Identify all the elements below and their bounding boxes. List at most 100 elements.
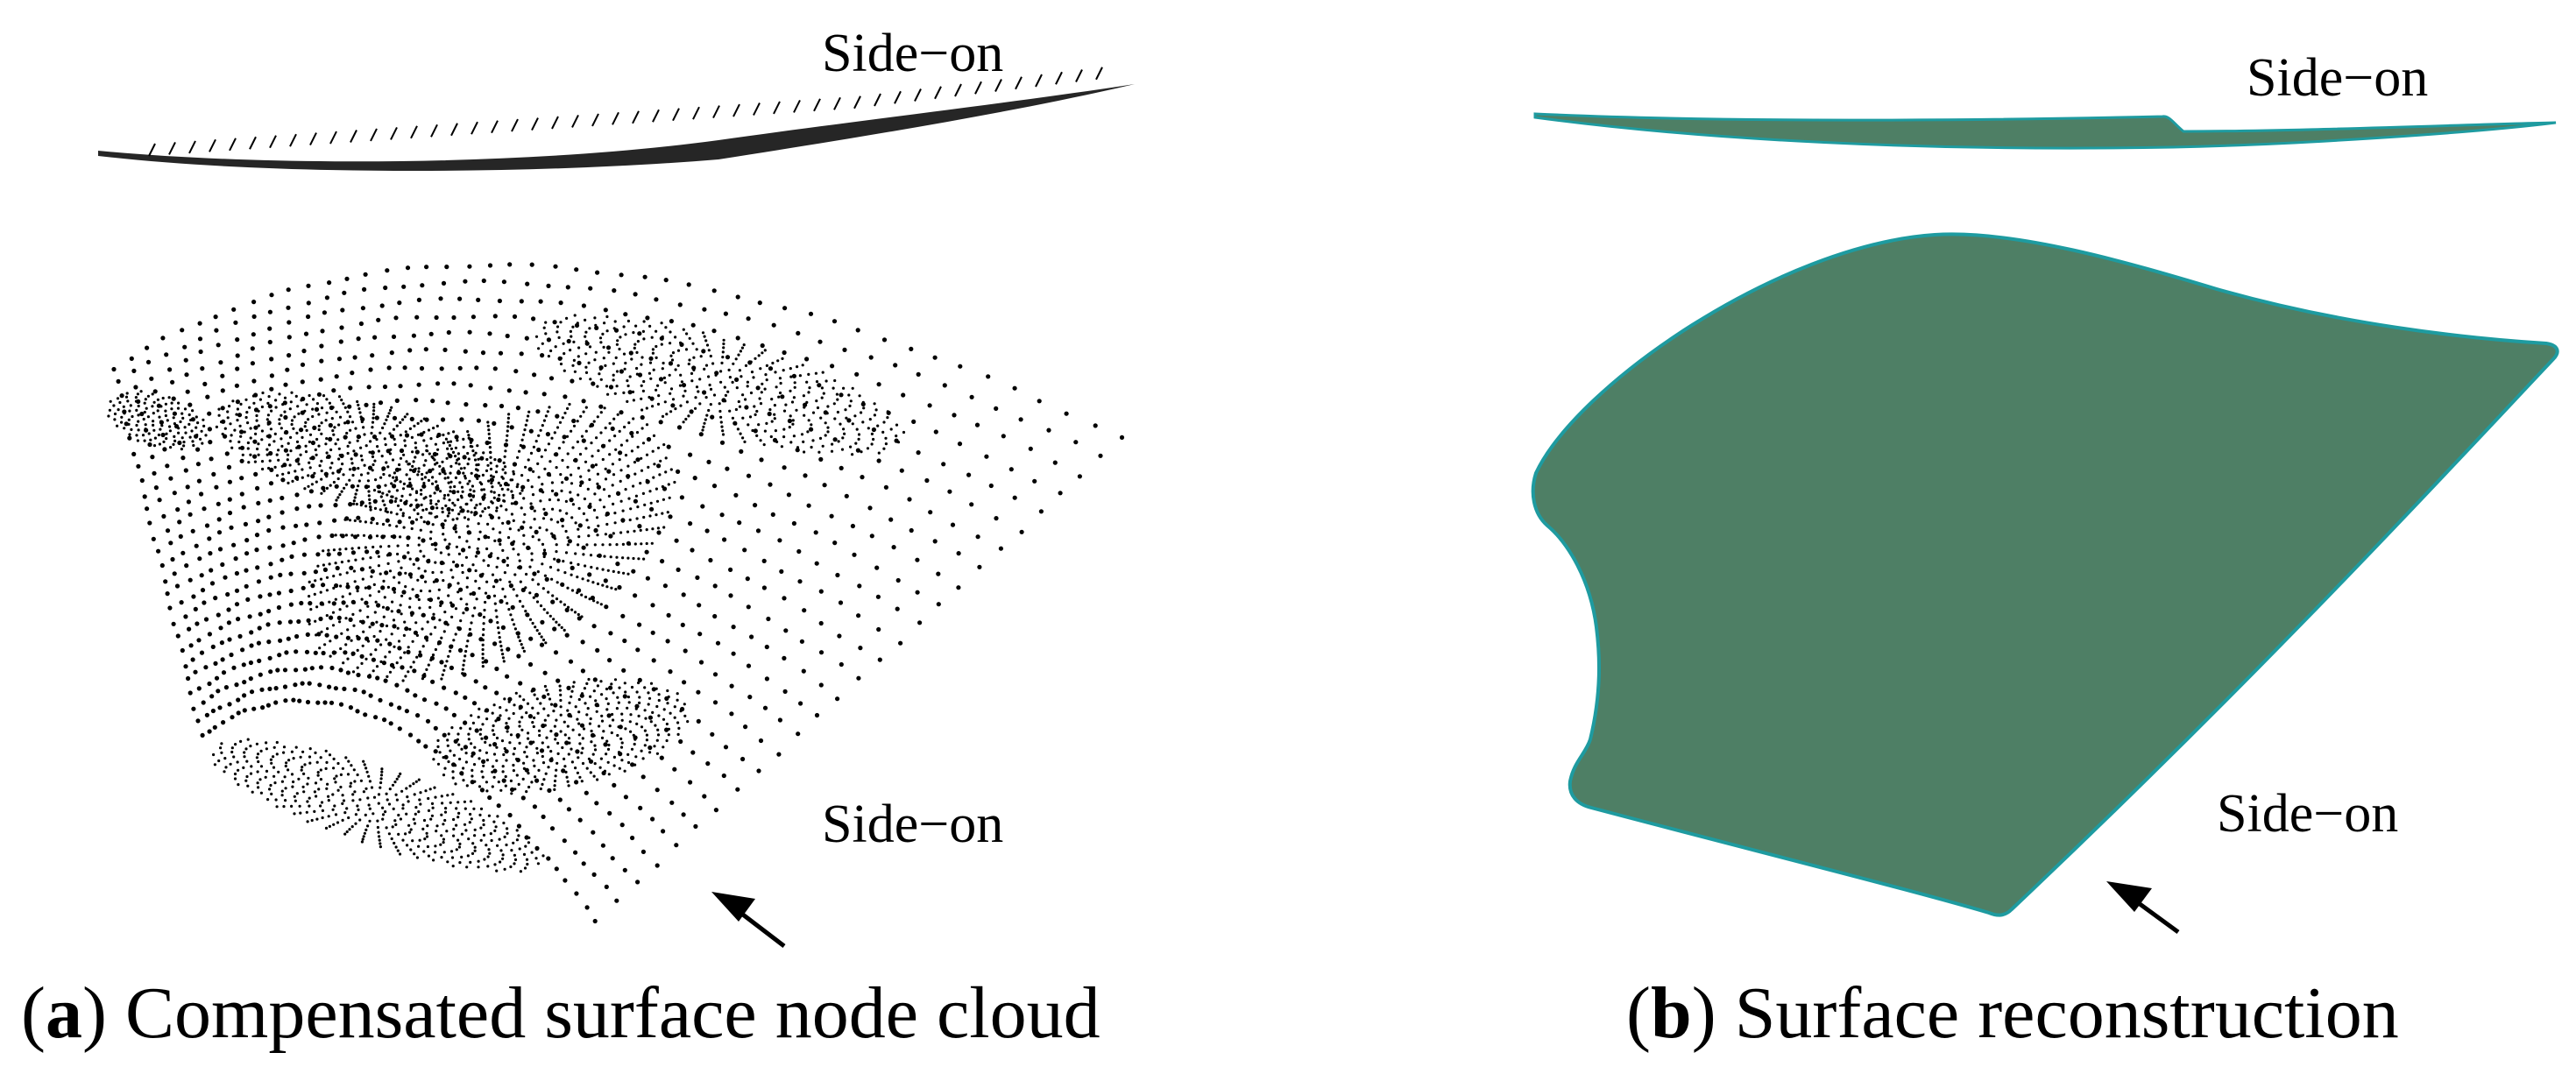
- node-point: [430, 616, 436, 621]
- node-point: [316, 771, 320, 774]
- node-point: [584, 429, 588, 433]
- node-point: [334, 374, 339, 379]
- node-point: [316, 632, 322, 637]
- node-point: [409, 848, 413, 851]
- node-point: [734, 422, 738, 426]
- node-point: [339, 646, 343, 651]
- node-point: [332, 548, 336, 552]
- node-point: [1001, 434, 1006, 439]
- node-point: [492, 820, 496, 823]
- node-point: [577, 543, 580, 547]
- node-point: [266, 527, 272, 533]
- node-point: [379, 623, 385, 628]
- node-point: [456, 517, 459, 520]
- node-point: [663, 400, 667, 404]
- node-point: [315, 700, 321, 705]
- node-point: [642, 320, 646, 323]
- node-point: [464, 654, 467, 658]
- node-point: [257, 409, 260, 413]
- node-point: [440, 522, 445, 527]
- node-point: [456, 457, 461, 461]
- node-point: [582, 727, 586, 731]
- node-point: [454, 435, 459, 440]
- node-point: [295, 446, 299, 449]
- node-point: [501, 477, 505, 480]
- node-point: [656, 446, 661, 449]
- node-point: [406, 544, 409, 548]
- node-point: [385, 461, 388, 464]
- node-point: [260, 429, 264, 433]
- node-point: [188, 413, 191, 417]
- node-point: [496, 844, 499, 847]
- node-point: [478, 611, 483, 618]
- node-point: [455, 807, 458, 810]
- node-point: [164, 402, 167, 406]
- node-point: [265, 703, 271, 708]
- node-point: [621, 556, 625, 560]
- node-point: [397, 832, 400, 837]
- node-point: [434, 795, 437, 799]
- strip-tick: [289, 133, 297, 147]
- node-point: [165, 437, 168, 441]
- node-point: [202, 418, 205, 421]
- node-point: [620, 741, 624, 745]
- node-point: [588, 345, 592, 349]
- node-point: [425, 718, 431, 724]
- node-point: [328, 401, 331, 405]
- node-point: [650, 336, 654, 339]
- node-point: [325, 451, 329, 455]
- node-point: [408, 830, 412, 834]
- node-point: [338, 620, 342, 624]
- node-point: [364, 828, 368, 832]
- node-point: [269, 758, 272, 761]
- node-point: [687, 362, 690, 366]
- node-point: [420, 516, 423, 519]
- node-point: [535, 746, 539, 750]
- node-point: [442, 851, 446, 854]
- node-point: [547, 788, 552, 794]
- node-point: [320, 491, 323, 495]
- node-point: [430, 802, 435, 806]
- node-point: [414, 456, 417, 459]
- node-point: [463, 745, 469, 750]
- node-point: [460, 855, 464, 859]
- node-point: [694, 406, 697, 410]
- node-point: [315, 552, 321, 557]
- node-point: [153, 485, 159, 491]
- node-point: [643, 503, 647, 507]
- node-point: [480, 770, 484, 774]
- node-point: [195, 718, 201, 724]
- node-point: [709, 354, 712, 358]
- node-point: [378, 838, 381, 842]
- node-point: [258, 594, 263, 599]
- node-point: [481, 473, 485, 477]
- node-point: [252, 439, 258, 444]
- node-point: [526, 702, 530, 705]
- node-point: [504, 749, 509, 754]
- node-point: [477, 522, 480, 526]
- node-point: [429, 502, 433, 505]
- node-point: [445, 660, 449, 663]
- node-point: [199, 437, 202, 441]
- node-point: [414, 518, 419, 521]
- node-point: [590, 729, 593, 733]
- node-point: [372, 406, 376, 409]
- node-point: [269, 783, 272, 788]
- node-point: [858, 394, 861, 398]
- node-point: [662, 708, 666, 711]
- node-point: [518, 724, 521, 728]
- node-point: [474, 365, 479, 371]
- node-point: [196, 686, 202, 691]
- node-point: [645, 423, 649, 427]
- node-point: [295, 477, 299, 482]
- node-point: [439, 551, 442, 555]
- node-point: [419, 549, 422, 553]
- node-point: [306, 820, 309, 823]
- node-point: [690, 379, 694, 383]
- node-point: [627, 701, 631, 704]
- node-point: [619, 272, 624, 278]
- node-point: [525, 755, 529, 759]
- node-point: [233, 777, 237, 781]
- node-point: [442, 442, 445, 445]
- node-point: [404, 571, 407, 575]
